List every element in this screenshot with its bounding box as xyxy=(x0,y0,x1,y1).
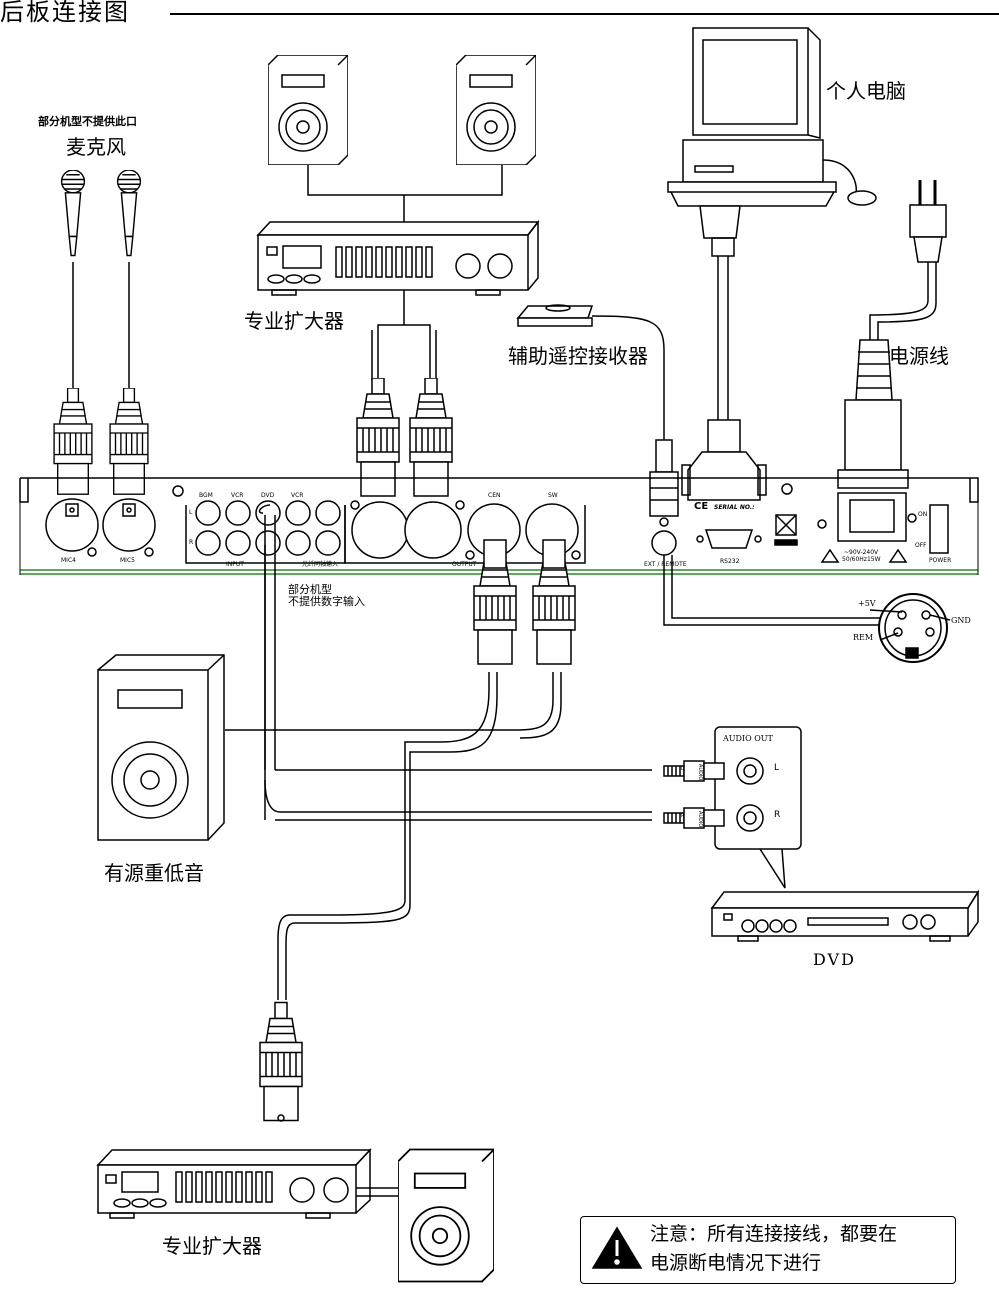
plug-audio-label-1: AUDIO xyxy=(697,764,703,781)
mic5-label: MIC5 xyxy=(120,557,135,564)
serial-label: SERIAL NO.: xyxy=(714,504,755,511)
digital-note-1: 部分机型 xyxy=(288,583,332,596)
cen-label: CEN xyxy=(488,492,501,499)
dvd-jack-label: DVD xyxy=(261,492,275,499)
input-label: INPUT xyxy=(226,561,244,568)
amp-top-label: 专业扩大器 xyxy=(244,309,344,333)
notice-box xyxy=(580,1216,956,1284)
output-label: OUTPUT xyxy=(452,561,477,568)
audio-out-l-label: L xyxy=(774,763,780,773)
off-label: OFF xyxy=(915,542,927,549)
optical-label: 光纤同轴输入 xyxy=(302,561,339,568)
mic-note-label: 部分机型不提供此口 xyxy=(38,115,137,128)
pin-gnd-label: GND xyxy=(951,616,971,625)
vcr2-label: VCR xyxy=(291,492,304,499)
rs232-label: RS232 xyxy=(720,558,740,565)
input-r-label: R xyxy=(189,539,194,546)
page-title: 后板连接图 xyxy=(0,0,130,26)
pc-label: 个人电脑 xyxy=(826,79,906,103)
dvd-label: DVD xyxy=(813,950,856,969)
mic4-label: MIC4 xyxy=(61,557,76,564)
plug-audio-label-2: AUDIO xyxy=(697,811,703,828)
digital-note-2: 不提供数字输入 xyxy=(288,595,365,608)
pin-5v-label: +5V xyxy=(858,599,876,608)
power-cord-label: 电源线 xyxy=(889,344,949,368)
power-label: POWER xyxy=(929,557,952,564)
input-l-label: L xyxy=(189,509,193,516)
ce-mark: CE xyxy=(694,501,709,512)
ext-remote-label: EXT / REMOTE xyxy=(644,561,687,568)
notice-line-2: 电源断电情况下进行 xyxy=(650,1252,822,1274)
amp-bottom-label: 专业扩大器 xyxy=(162,1234,262,1258)
plug-r-label: R xyxy=(681,813,685,819)
bgm-label: BGM xyxy=(199,492,213,499)
notice-line-1: 注意：所有连接接线，都要在 xyxy=(650,1223,898,1245)
audio-out-r-label: R xyxy=(774,810,781,820)
freq-label: 50/60Hz15W xyxy=(842,556,881,563)
vcr1-label: VCR xyxy=(231,492,244,499)
pin-rem-label: REM xyxy=(853,633,874,642)
sw-label: SW xyxy=(548,492,558,499)
mic-label: 麦克风 xyxy=(66,135,126,159)
audio-out-label: AUDIO OUT xyxy=(723,734,773,743)
subwoofer-label: 有源重低音 xyxy=(104,861,204,885)
plug-l-label: L xyxy=(681,766,684,772)
on-label: ON xyxy=(918,511,928,518)
remote-receiver-label: 辅助遥控接收器 xyxy=(508,344,648,368)
voltage-label: ~90V-240V xyxy=(844,549,879,556)
